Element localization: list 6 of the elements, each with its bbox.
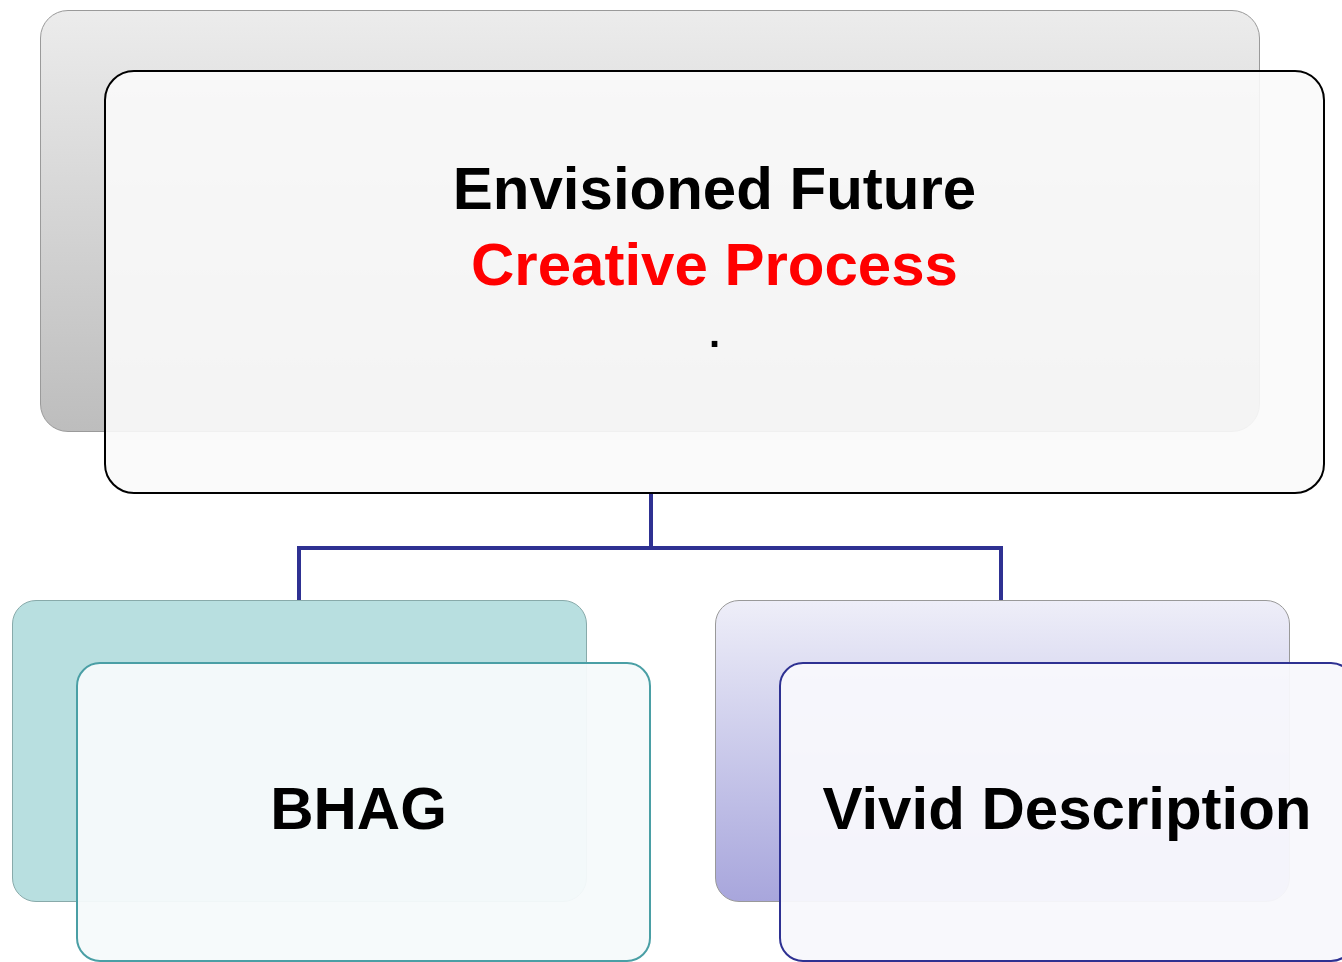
card-text: . [708,310,721,357]
card-text: Vivid Description [822,777,1312,841]
card-text: BHAG [270,776,447,842]
card-text: Envisioned Future [452,154,977,224]
card-text: Creative Process [471,230,958,300]
connector-line [649,494,1003,600]
